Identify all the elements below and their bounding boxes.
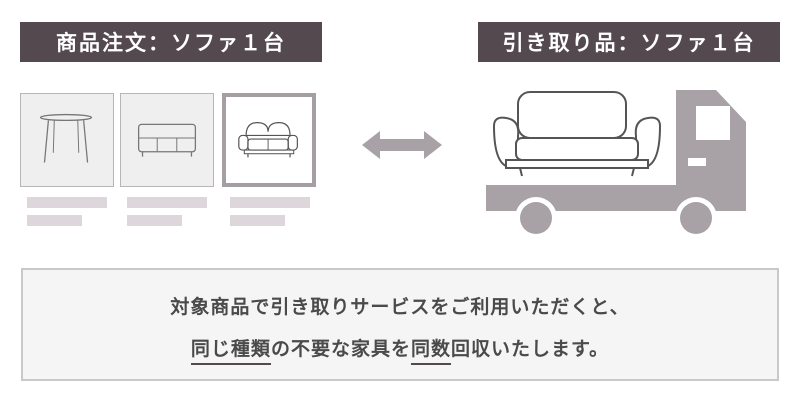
info-box: 対象商品で引き取りサービスをご利用いただくと、 同じ種類の不要な家具を同数回収い… xyxy=(21,268,779,381)
info-text: 回収いたします。 xyxy=(450,338,610,360)
info-emphasis-same-type: 同じ種類 xyxy=(190,338,271,365)
product-card-table[interactable] xyxy=(20,93,114,187)
info-emphasis-same-count: 同数 xyxy=(410,338,451,365)
sofa-icon xyxy=(238,122,298,158)
info-line-1: 対象商品で引き取りサービスをご利用いただくと、 xyxy=(170,296,630,318)
product-card-sideboard[interactable] xyxy=(120,93,214,187)
sideboard-icon xyxy=(137,123,197,157)
info-line-2: 同じ種類の不要な家具を同数回収いたします。 xyxy=(23,334,777,365)
pickup-header: 引き取り品：ソファ１台 xyxy=(478,22,780,62)
placeholder-line xyxy=(27,197,107,208)
placeholder-line xyxy=(127,197,207,208)
exchange-arrow-icon xyxy=(362,131,442,159)
table-icon xyxy=(39,113,93,163)
order-header: 商品注文：ソファ１台 xyxy=(20,22,322,62)
placeholder-line xyxy=(230,215,285,226)
placeholder-line xyxy=(27,215,82,226)
truck-with-sofa-icon xyxy=(486,90,746,239)
placeholder-line xyxy=(230,197,310,208)
product-card-sofa[interactable] xyxy=(222,93,316,187)
placeholder-line xyxy=(127,215,182,226)
info-text: の不要な家具を xyxy=(270,338,411,360)
